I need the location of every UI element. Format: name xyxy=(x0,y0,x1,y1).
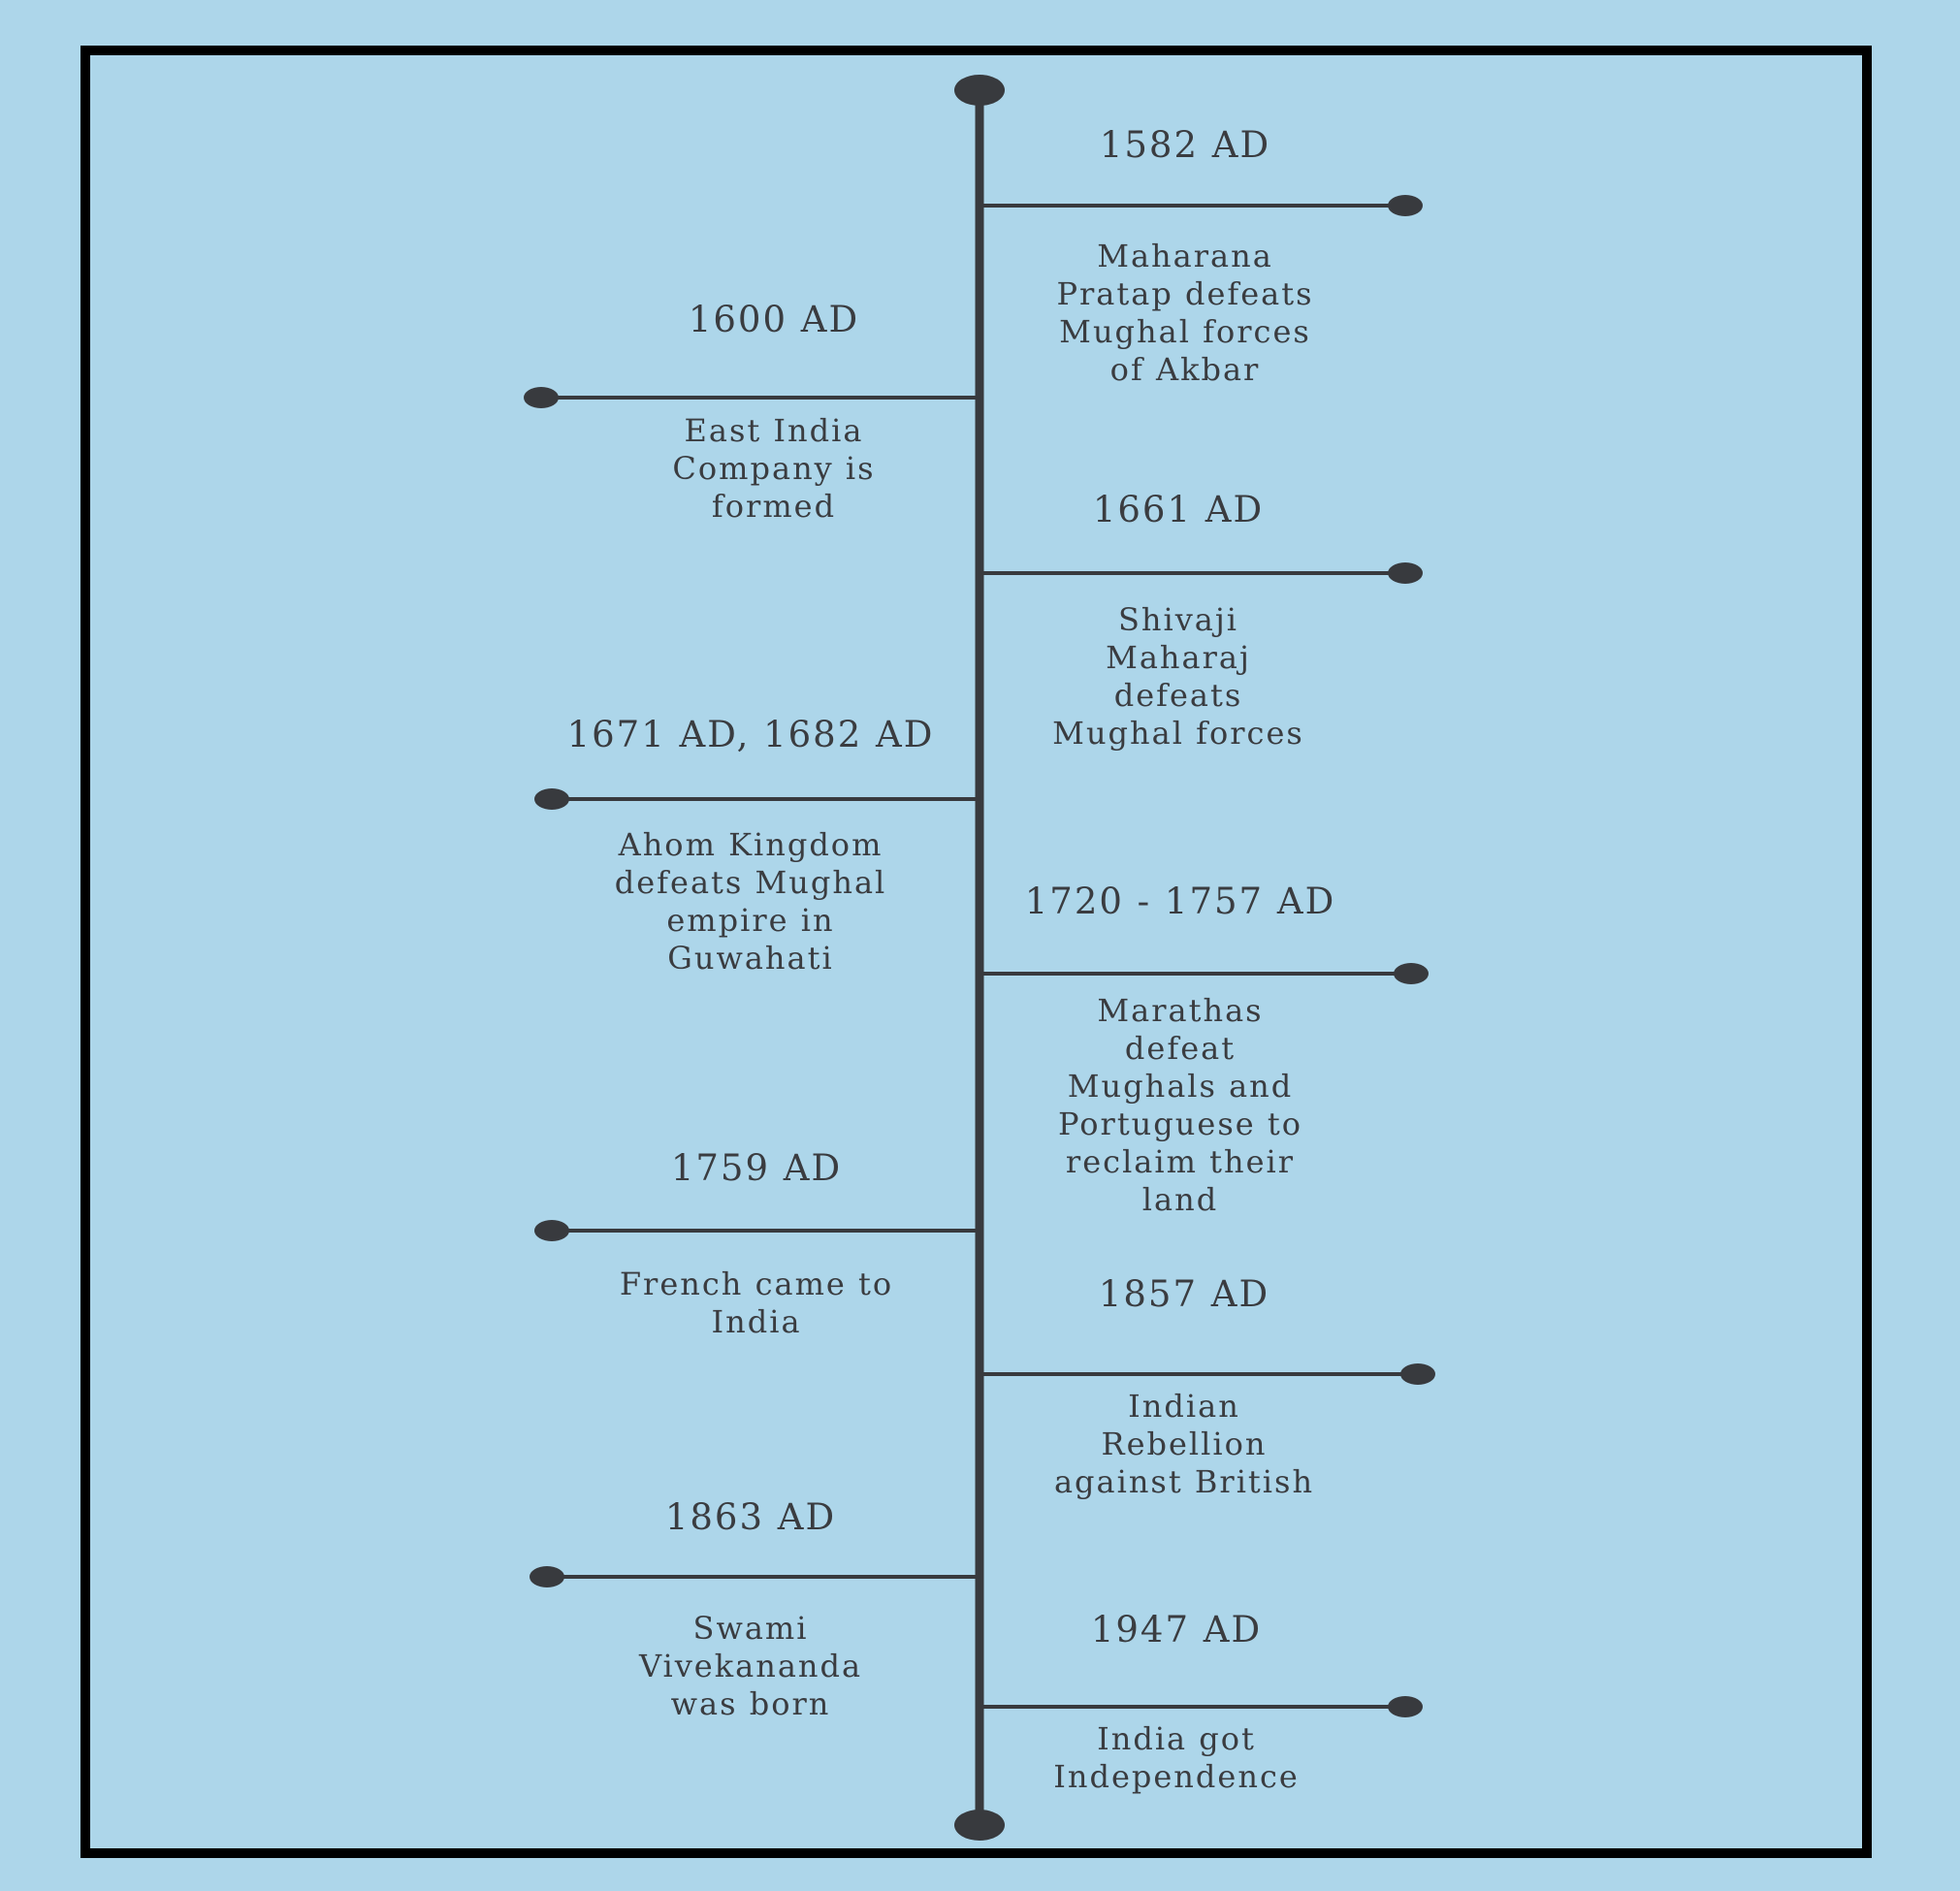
event-year-4: 1671 AD, 1682 AD xyxy=(566,714,935,755)
event-year-6: 1759 AD xyxy=(670,1147,843,1189)
event-marker-dot-3 xyxy=(1388,562,1423,584)
event-description-3: Shivaji Maharaj defeats Mughal forces xyxy=(1052,601,1304,752)
event-year-8: 1863 AD xyxy=(664,1496,837,1538)
event-description-5: Marathas defeat Mughals and Portuguese t… xyxy=(1058,992,1302,1218)
event-year-9: 1947 AD xyxy=(1090,1609,1263,1651)
event-year-5: 1720 - 1757 AD xyxy=(1024,881,1336,922)
event-marker-dot-1 xyxy=(1388,195,1423,216)
event-marker-dot-7 xyxy=(1400,1363,1435,1385)
timeline-frame xyxy=(80,46,1872,1858)
event-year-2: 1600 AD xyxy=(688,299,860,340)
event-marker-dot-4 xyxy=(534,788,569,810)
event-year-1: 1582 AD xyxy=(1099,124,1271,166)
event-marker-dot-9 xyxy=(1388,1696,1423,1717)
event-marker-dot-5 xyxy=(1394,963,1429,984)
event-description-4: Ahom Kingdom defeats Mughal empire in Gu… xyxy=(614,826,887,977)
event-year-7: 1857 AD xyxy=(1098,1273,1270,1315)
event-description-2: East India Company is formed xyxy=(672,412,876,525)
timeline-start-cap xyxy=(954,75,1005,106)
event-description-9: India got Independence xyxy=(1053,1720,1300,1795)
timeline-end-cap xyxy=(954,1810,1005,1841)
event-description-7: Indian Rebellion against British xyxy=(1053,1388,1315,1500)
event-marker-dot-6 xyxy=(534,1220,569,1241)
timeline-branches xyxy=(524,195,1435,1717)
event-description-6: French came to India xyxy=(619,1266,894,1340)
event-marker-dot-2 xyxy=(524,387,559,408)
event-description-1: Maharana Pratap defeats Mughal forces of… xyxy=(1056,238,1314,388)
event-marker-dot-8 xyxy=(530,1566,564,1587)
event-description-8: Swami Vivekananda was born xyxy=(638,1610,863,1722)
event-year-3: 1661 AD xyxy=(1092,489,1265,530)
